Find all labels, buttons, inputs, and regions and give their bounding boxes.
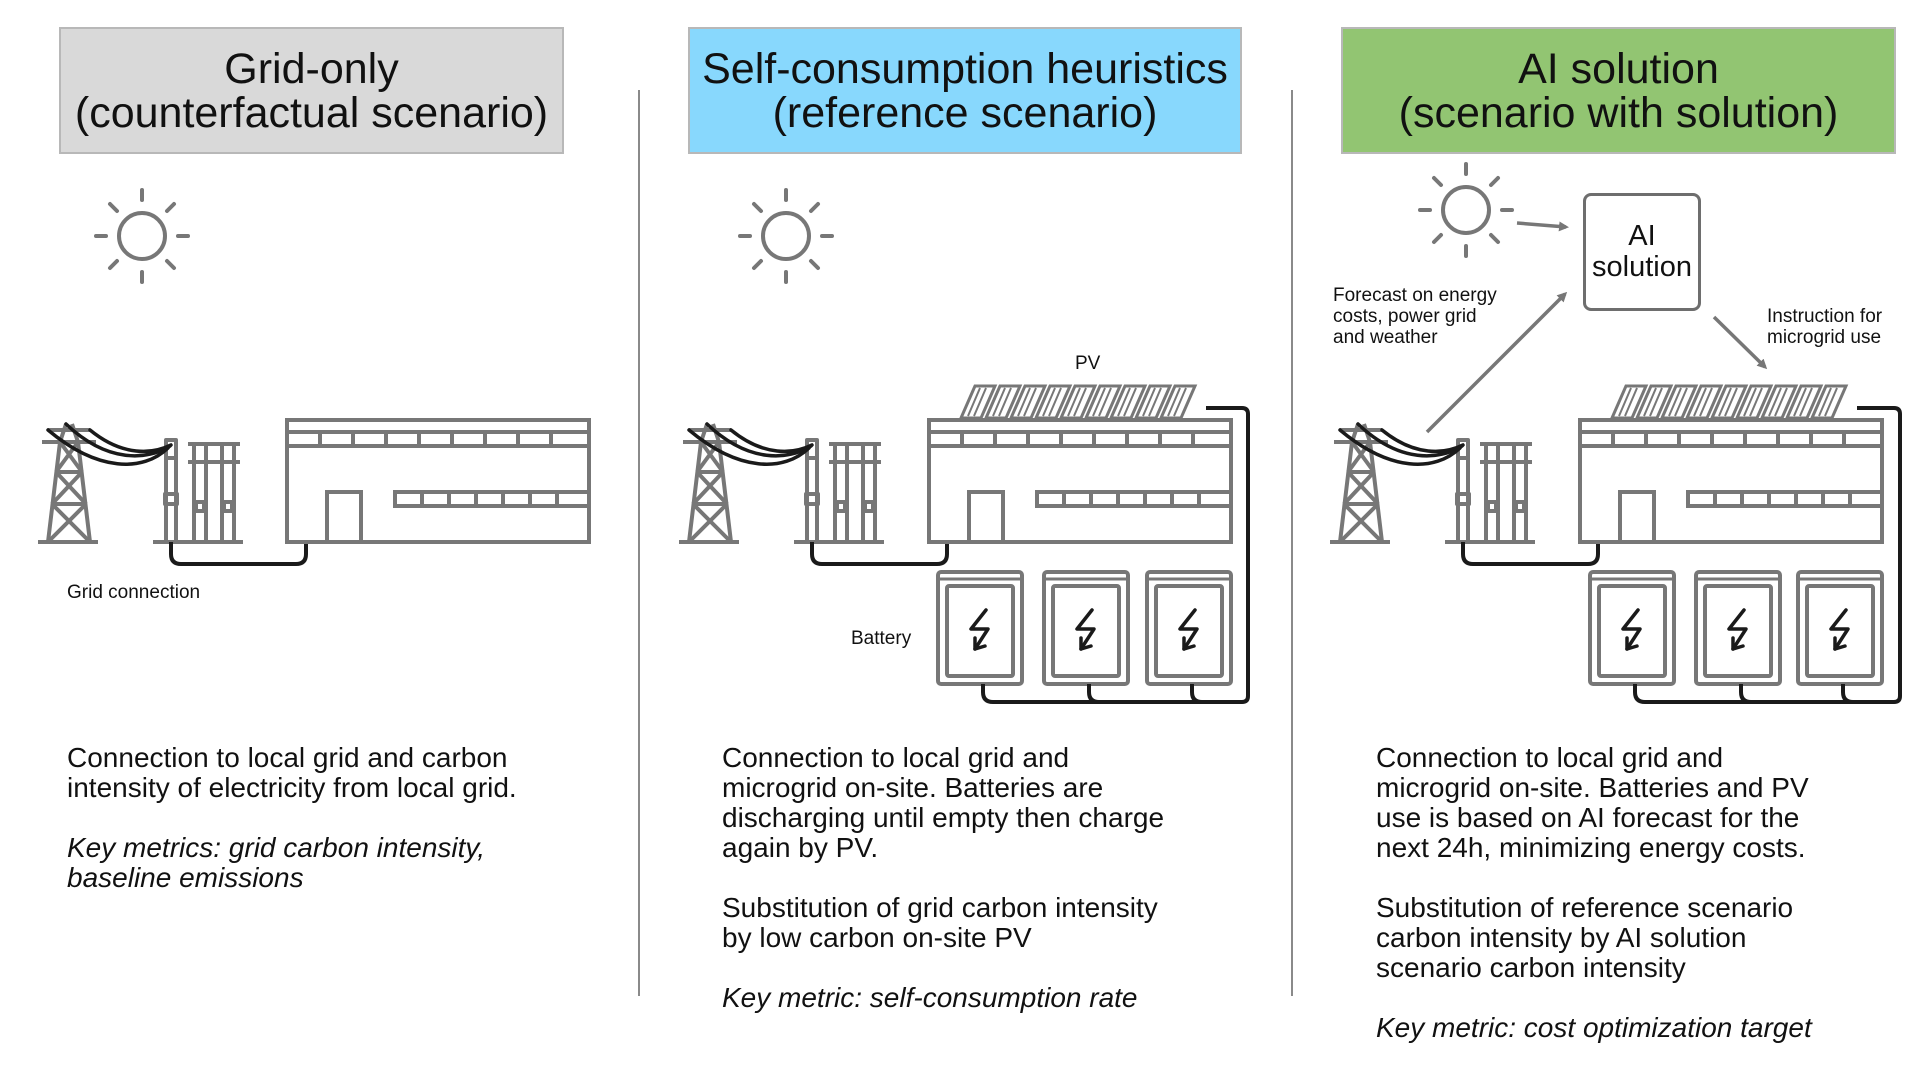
description-line: microgrid on-site. Batteries are: [722, 772, 1104, 803]
battery-label: Battery: [851, 628, 912, 649]
factory-building-icon: [285, 418, 591, 544]
instruction-label-line2: microgrid use: [1767, 327, 1882, 348]
grid-to-ai-arrow-icon: [1425, 291, 1568, 434]
header-ai-solution-subtitle: (scenario with solution): [1398, 88, 1839, 137]
key-metrics-line: Key metrics: grid carbon intensity,: [67, 832, 486, 863]
battery-cable: [981, 684, 1203, 704]
solar-panel-icon: [959, 384, 1197, 420]
power-pylon-icon: [36, 422, 308, 566]
substitution-line: Substitution of grid carbon intensity: [722, 892, 1158, 923]
battery-cable: [1633, 684, 1854, 704]
key-metric-line: Key metric: self-consumption rate: [722, 982, 1138, 1013]
key-metrics-line: baseline emissions: [67, 862, 304, 893]
forecast-label: Forecast on energy costs, power grid and…: [1333, 285, 1497, 348]
description-ai-solution: Connection to local grid and microgrid o…: [1376, 743, 1916, 1043]
description-line: next 24h, minimizing energy costs.: [1376, 832, 1806, 863]
grid-connection-label: Grid connection: [67, 582, 201, 603]
description-grid-only: Connection to local grid and carbon inte…: [67, 743, 627, 893]
battery-icon: [936, 570, 1024, 686]
substitution-line: by low carbon on-site PV: [722, 922, 1032, 953]
panel-divider-1: [638, 90, 640, 996]
battery-icon: [1796, 570, 1884, 686]
header-self-consumption: Self-consumption heuristics (reference s…: [688, 27, 1242, 154]
key-metric-line: Key metric: cost optimization target: [1376, 1012, 1812, 1043]
sun-icon: [94, 188, 190, 284]
header-ai-solution: AI solution (scenario with solution): [1341, 27, 1896, 154]
ai-solution-box-line1: AI: [1628, 220, 1656, 252]
battery-icon: [1588, 570, 1676, 686]
sun-icon: [1418, 162, 1514, 258]
ai-to-microgrid-arrow-icon: [1712, 315, 1768, 370]
substitution-line: carbon intensity by AI solution: [1376, 922, 1747, 953]
instruction-label: Instruction for microgrid use: [1767, 306, 1882, 348]
battery-icon: [1145, 570, 1233, 686]
forecast-label-line2: costs, power grid: [1333, 306, 1477, 327]
header-grid-only-title: Grid-only: [224, 44, 399, 93]
panel-divider-2: [1291, 90, 1293, 996]
battery-icon: [1694, 570, 1782, 686]
header-grid-only-subtitle: (counterfactual scenario): [74, 88, 549, 137]
description-line: again by PV.: [722, 832, 879, 863]
factory-building-icon: [927, 418, 1233, 544]
description-line: discharging until empty then charge: [722, 802, 1165, 833]
solar-panel-icon: [1610, 384, 1848, 420]
description-line: use is based on AI forecast for the: [1376, 802, 1800, 833]
pv-cable: [1849, 406, 1902, 704]
power-pylon-icon: [1328, 422, 1600, 566]
battery-icon: [1042, 570, 1130, 686]
description-line: microgrid on-site. Batteries and PV: [1376, 772, 1809, 803]
header-self-consumption-subtitle: (reference scenario): [772, 88, 1158, 137]
power-pylon-icon: [677, 422, 949, 566]
forecast-label-line3: and weather: [1333, 327, 1438, 348]
factory-building-icon: [1578, 418, 1884, 544]
description-line: Connection to local grid and: [722, 742, 1070, 773]
pv-cable: [1198, 406, 1250, 704]
pv-label: PV: [1075, 353, 1101, 374]
forecast-label-line1: Forecast on energy: [1333, 285, 1497, 306]
ai-solution-box-line2: solution: [1592, 251, 1692, 283]
description-line: Connection to local grid and carbon: [67, 742, 508, 773]
description-line: intensity of electricity from local grid…: [67, 772, 517, 803]
sun-to-ai-arrow-icon: [1516, 221, 1569, 232]
substitution-line: scenario carbon intensity: [1376, 952, 1686, 983]
header-grid-only: Grid-only (counterfactual scenario): [59, 27, 564, 154]
description-line: Connection to local grid and: [1376, 742, 1724, 773]
sun-icon: [738, 188, 834, 284]
ai-solution-box: AI solution: [1583, 193, 1701, 311]
substitution-line: Substitution of reference scenario: [1376, 892, 1794, 923]
instruction-label-line1: Instruction for: [1767, 306, 1883, 327]
header-ai-solution-title: AI solution: [1518, 44, 1719, 93]
description-self-consumption: Connection to local grid and microgrid o…: [722, 743, 1282, 1013]
header-self-consumption-title: Self-consumption heuristics: [702, 44, 1228, 93]
